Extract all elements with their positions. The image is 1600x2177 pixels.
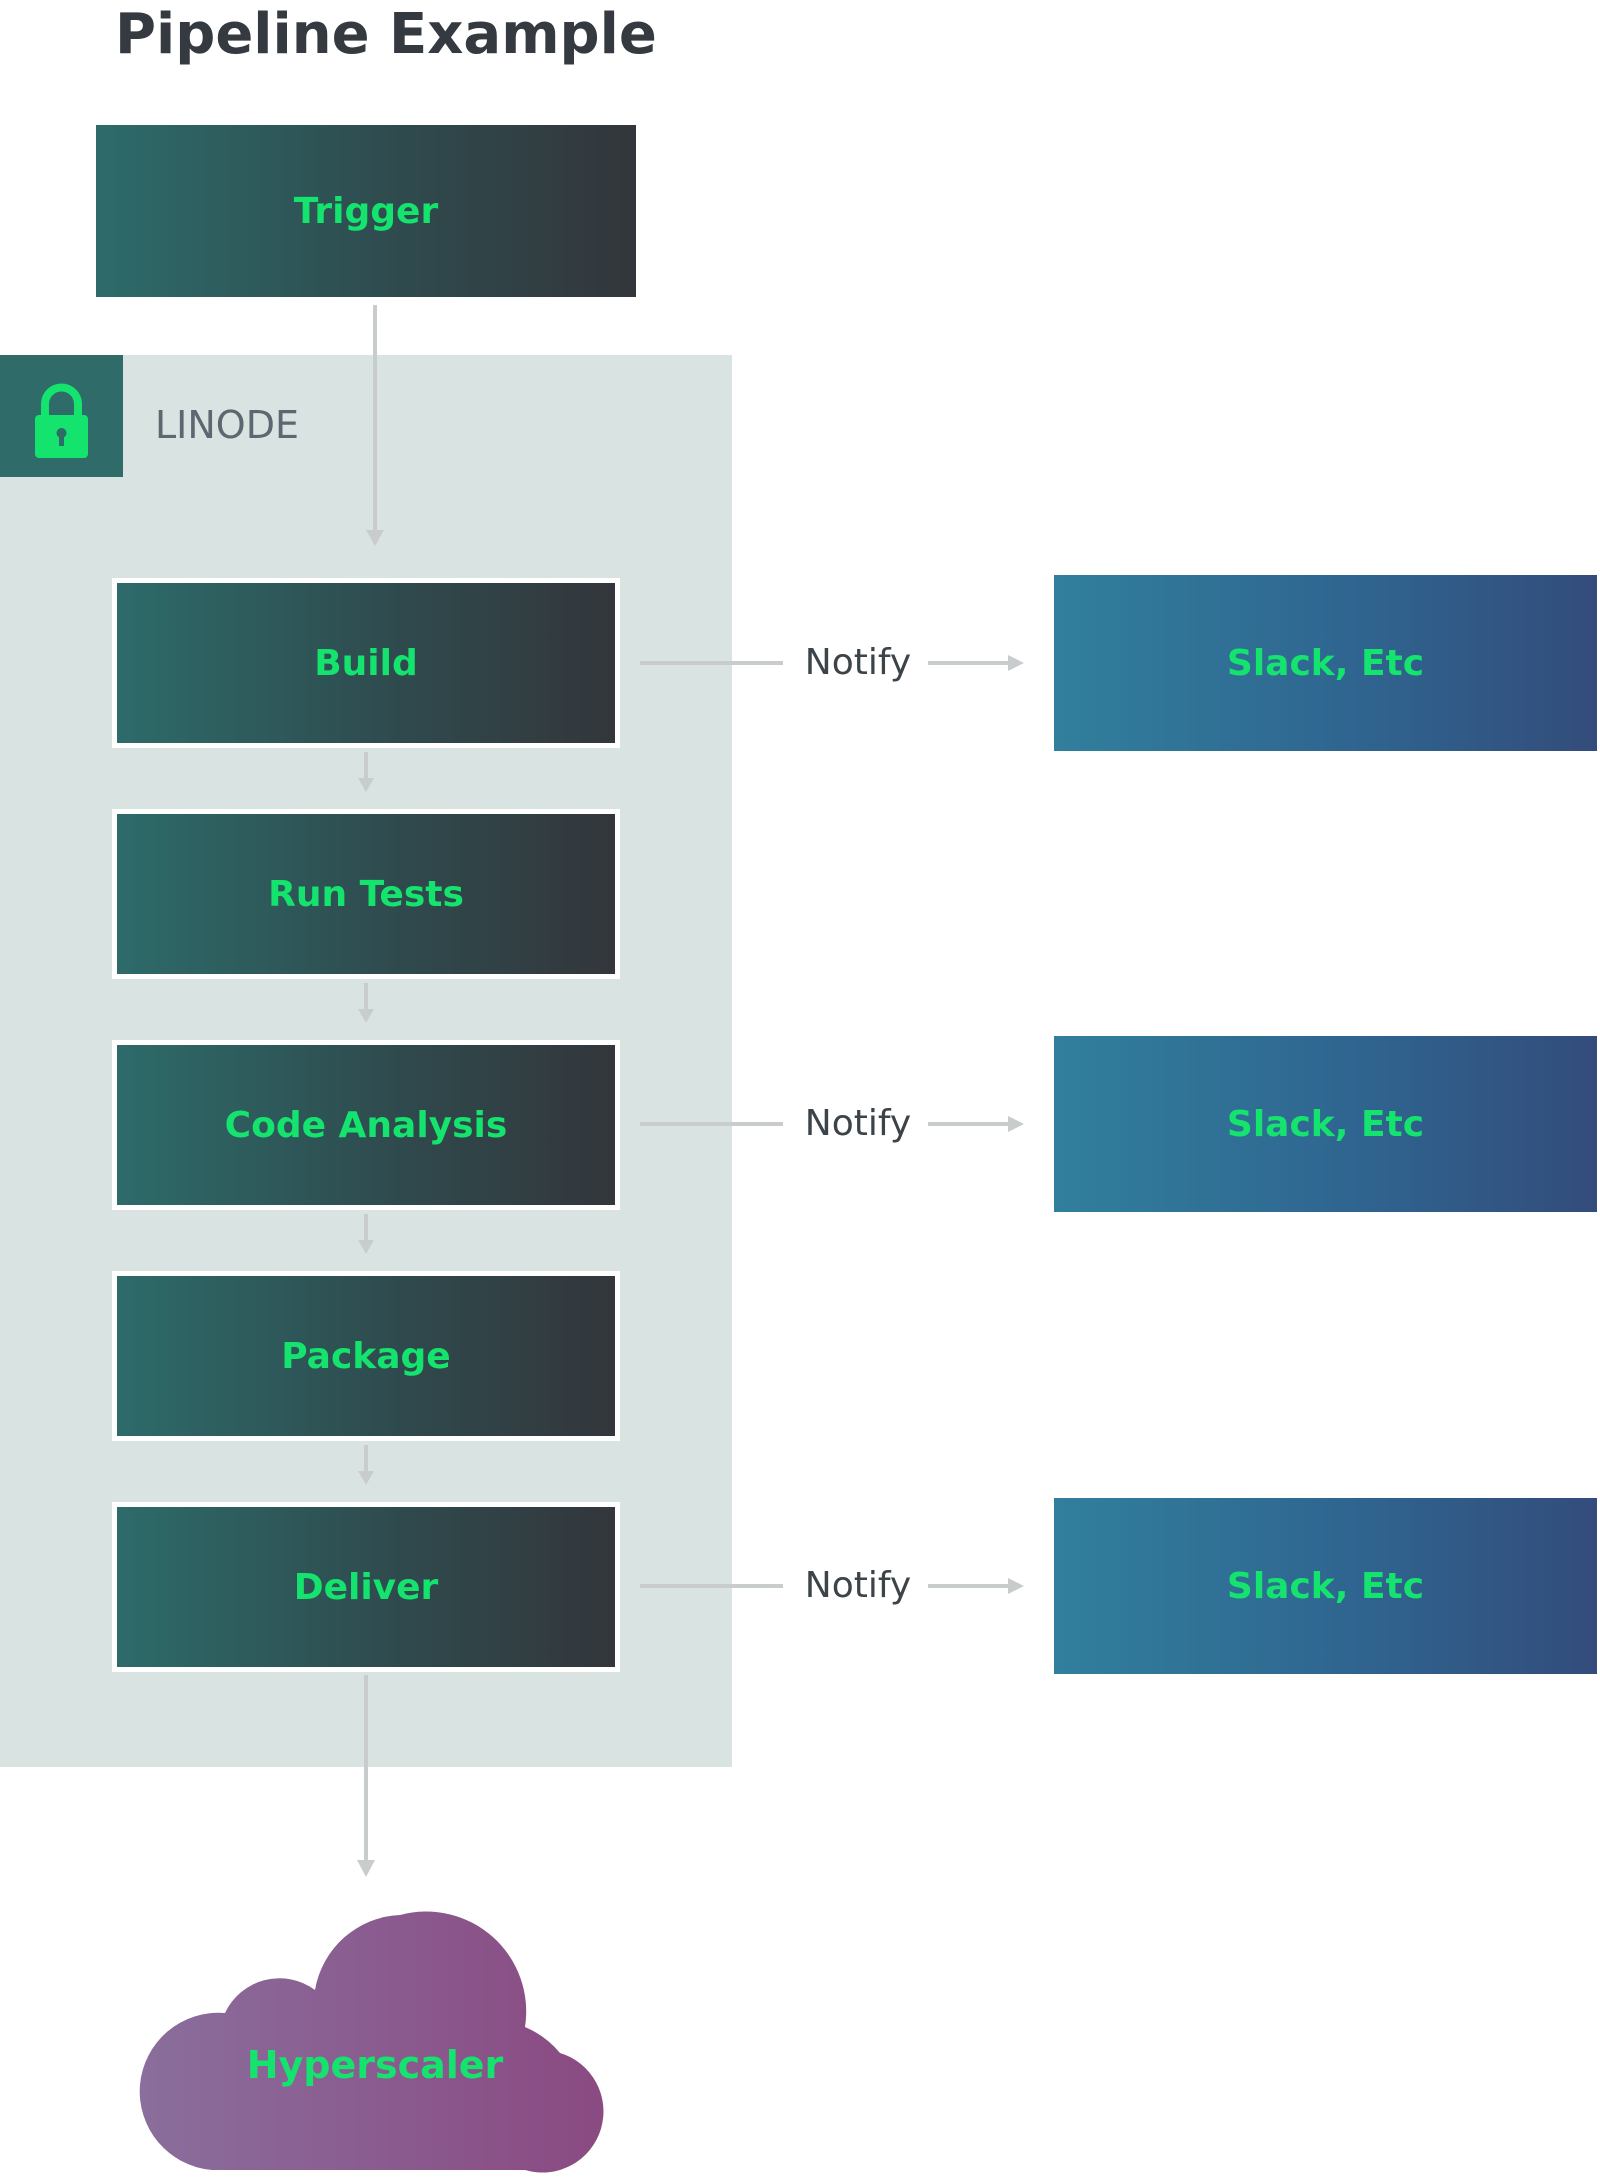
notify-target-label: Slack, Etc (1226, 642, 1425, 684)
stage-run-tests[interactable]: Run Tests (112, 809, 620, 979)
lock-badge (0, 355, 123, 477)
notify-label: Notify (804, 1565, 912, 1606)
page-title: Pipeline Example (115, 2, 657, 67)
destination-label[interactable]: Hyperscaler (246, 2043, 504, 2087)
notify-target-box[interactable]: Slack, Etc (1054, 1498, 1597, 1674)
stage-build[interactable]: Build (112, 578, 620, 748)
stage-label: Deliver (293, 1566, 439, 1608)
notify-label: Notify (804, 1103, 912, 1144)
stage-label: Run Tests (268, 873, 464, 915)
stage-deliver[interactable]: Deliver (112, 1502, 620, 1672)
environment-label: LINODE (155, 403, 299, 447)
trigger-label: Trigger (293, 190, 439, 232)
stage-package[interactable]: Package (112, 1271, 620, 1441)
notify-target-label: Slack, Etc (1226, 1565, 1425, 1607)
stage-code-analysis[interactable]: Code Analysis (112, 1040, 620, 1210)
notify-target-box[interactable]: Slack, Etc (1054, 575, 1597, 751)
notify-target-box[interactable]: Slack, Etc (1054, 1036, 1597, 1212)
trigger-box[interactable]: Trigger (96, 125, 636, 297)
stage-label: Code Analysis (224, 1104, 508, 1146)
notify-target-label: Slack, Etc (1226, 1103, 1425, 1145)
stage-label: Build (314, 642, 418, 684)
lock-icon (35, 383, 88, 458)
stage-label: Package (281, 1335, 451, 1377)
notify-label: Notify (804, 642, 912, 683)
